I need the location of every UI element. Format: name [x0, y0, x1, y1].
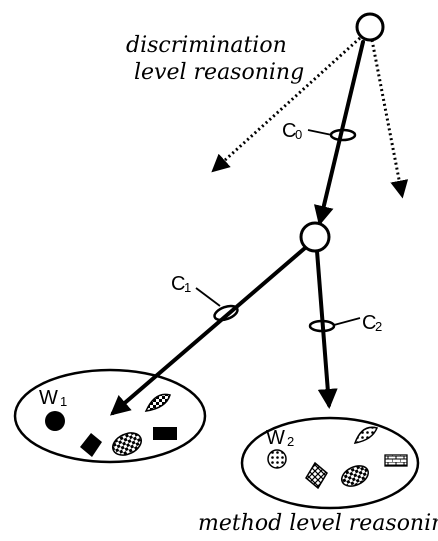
w1-diamond-icon: [80, 433, 102, 457]
world-w1-ellipse: [13, 368, 207, 464]
root-node: [355, 12, 385, 42]
w2-brick-rectangle-icon: [384, 454, 408, 467]
w2-crosshatch-diamond-icon: [305, 461, 328, 490]
c0-label: C: [282, 120, 296, 142]
c0-subscript: 0: [295, 127, 302, 142]
world-w2-ellipse: [240, 416, 420, 510]
discrimination-label-line1: discrimination: [126, 33, 287, 58]
w2-label: W: [266, 427, 285, 449]
c1-leader: [195, 287, 221, 307]
c2-leader: [333, 317, 361, 326]
c2-label: C: [362, 312, 376, 334]
c1-label: C: [171, 273, 185, 295]
discrimination-label-line2: level reasoning: [134, 60, 304, 85]
w1-label: W: [39, 387, 58, 409]
c1-subscript: 1: [184, 280, 191, 295]
w1-subscript: 1: [60, 394, 67, 409]
w2-dotted-circle-icon: [267, 449, 287, 469]
edge-middle-to-w1: [109, 246, 307, 416]
c2-ring: [308, 319, 336, 333]
method-label: method level reasoning: [198, 511, 438, 536]
w2-dotted-cone-icon: [353, 426, 379, 444]
c0-leader: [307, 129, 333, 136]
w1-checkered-cone-icon: [144, 393, 171, 412]
edge-middle-to-w2: [315, 249, 338, 409]
w2-subscript: 2: [287, 434, 294, 449]
w1-black-rectangle-icon: [153, 427, 177, 440]
w1-black-circle-icon: [45, 411, 65, 431]
w1-checkered-oval-icon: [112, 432, 142, 456]
edge-root-to-middle: [313, 40, 365, 226]
w2-checkered-oval-icon: [341, 465, 369, 487]
c1-ring: [213, 304, 239, 322]
dotted-branch-right: [370, 39, 409, 199]
c2-subscript: 2: [375, 319, 382, 334]
middle-node: [299, 221, 331, 253]
